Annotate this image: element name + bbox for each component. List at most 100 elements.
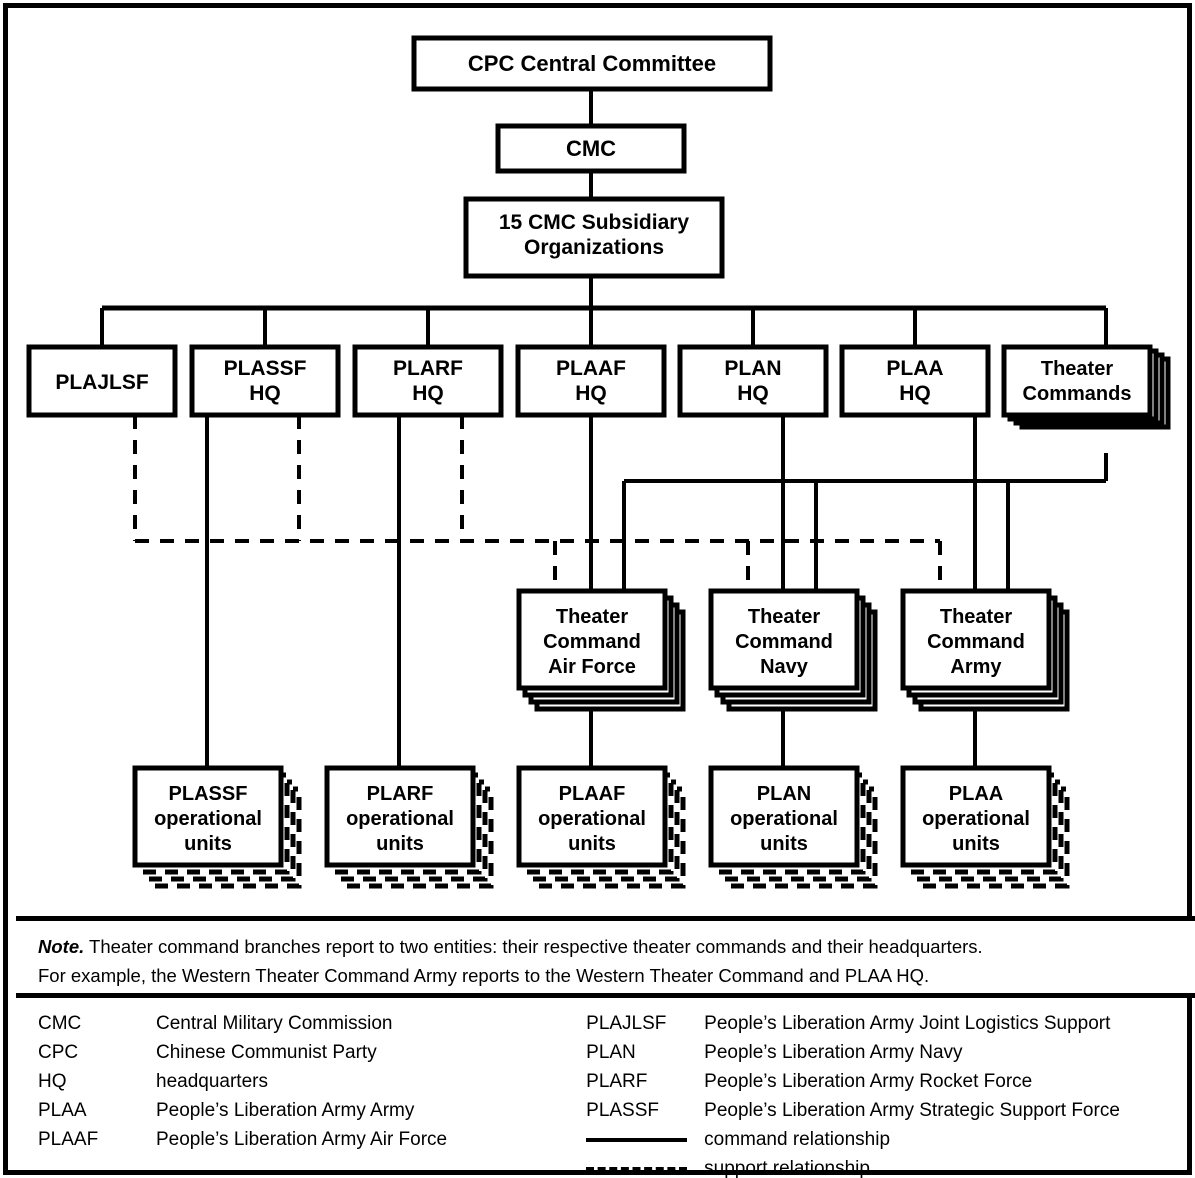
- node-cmc[interactable]: CMC: [495, 123, 687, 174]
- node-plan-operational-units[interactable]: PLAN operational units: [708, 765, 878, 889]
- node-plarf-ops-label-line2: operational: [346, 808, 454, 830]
- chart-area: CPC Central Committee CMC 15 CMC Subsidi…: [16, 16, 1195, 913]
- legend-row: PLAN People’s Liberation Army Navy: [586, 1038, 1195, 1067]
- node-tc-army-label-line2: Command: [927, 631, 1025, 653]
- connector-lines: [100, 89, 1108, 768]
- legend-row: PLAJLSF People’s Liberation Army Joint L…: [586, 1009, 1195, 1038]
- node-subsidiary-label-line2: Organizations: [524, 236, 664, 259]
- node-theater-commands-label-line2: Commands: [1023, 383, 1132, 405]
- node-cpc-central-committee[interactable]: CPC Central Committee: [411, 35, 773, 92]
- node-plaa-hq-label-line2: HQ: [899, 382, 931, 405]
- legend-abbr: PLAN: [586, 1042, 636, 1063]
- legend-row: PLAAF People’s Liberation Army Air Force: [38, 1125, 576, 1154]
- legend-abbr: PLAAF: [38, 1129, 99, 1150]
- node-theater-commands-label-line1: Theater: [1041, 358, 1113, 380]
- node-plassf-ops-label-line1: PLASSF: [169, 783, 248, 805]
- tc-army-stack-front: [900, 588, 1052, 691]
- legend: CMC Central Military Commission CPC Chin…: [16, 1003, 1195, 1178]
- note-label: Note.: [38, 936, 85, 957]
- node-plarf-hq[interactable]: PLARF HQ: [352, 344, 504, 418]
- node-cpc-label: CPC Central Committee: [468, 51, 716, 76]
- node-plarf-hq-label-line2: HQ: [412, 382, 444, 405]
- plaaf-ops-stack-front: [516, 765, 668, 868]
- node-plan-ops-label-line2: operational: [730, 808, 838, 830]
- node-plaa-hq-label-line1: PLAA: [886, 357, 943, 380]
- legend-abbr: PLARF: [586, 1071, 648, 1092]
- legend-abbr: HQ: [38, 1071, 67, 1092]
- node-cmc-label: CMC: [566, 136, 616, 161]
- node-plan-hq[interactable]: PLAN HQ: [677, 344, 829, 418]
- node-plaa-operational-units[interactable]: PLAA operational units: [900, 765, 1070, 889]
- note-text-1: Theater command branches report to two e…: [84, 936, 983, 957]
- node-plaaf-ops-label-line3: units: [568, 833, 616, 855]
- legend-column-left: CMC Central Military Commission CPC Chin…: [16, 1009, 576, 1178]
- plan-ops-stack-front: [708, 765, 860, 868]
- solid-line-icon: [586, 1138, 688, 1142]
- legend-definition: headquarters: [156, 1071, 268, 1092]
- node-plaa-ops-label-line2: operational: [922, 808, 1030, 830]
- legend-row-support-relationship: support relationship: [586, 1154, 1195, 1178]
- node-tc-airforce-label-line1: Theater: [556, 606, 628, 628]
- node-plan-hq-label-line2: HQ: [737, 382, 769, 405]
- node-theater-command-army[interactable]: Theater Command Army: [900, 588, 1070, 712]
- node-tc-navy-label-line3: Navy: [760, 656, 809, 678]
- legend-definition: Central Military Commission: [156, 1013, 393, 1034]
- node-tc-navy-label-line1: Theater: [748, 606, 820, 628]
- tc-airforce-stack-front: [516, 588, 668, 691]
- node-theater-command-navy[interactable]: Theater Command Navy: [708, 588, 878, 712]
- legend-definition: People’s Liberation Army Navy: [704, 1042, 963, 1063]
- node-tc-army-label-line1: Theater: [940, 606, 1012, 628]
- plassf-ops-stack-front: [132, 765, 284, 868]
- node-plan-ops-label-line3: units: [760, 833, 808, 855]
- legend-abbr: PLAA: [38, 1100, 87, 1121]
- note-line-1: Note. Theater command branches report to…: [38, 932, 1175, 961]
- node-theater-command-air-force[interactable]: Theater Command Air Force: [516, 588, 686, 712]
- node-cmc-subsidiary-organizations[interactable]: 15 CMC Subsidiary Organizations: [463, 196, 725, 279]
- node-plarf-operational-units[interactable]: PLARF operational units: [324, 765, 494, 889]
- node-theater-commands[interactable]: Theater Commands: [1001, 344, 1171, 430]
- node-tc-navy-label-line2: Command: [735, 631, 833, 653]
- outer-frame: CPC Central Committee CMC 15 CMC Subsidi…: [3, 3, 1195, 1178]
- legend-row: PLARF People’s Liberation Army Rocket Fo…: [586, 1067, 1195, 1096]
- node-plassf-hq-label-line2: HQ: [249, 382, 281, 405]
- node-plaa-ops-label-line1: PLAA: [949, 783, 1003, 805]
- node-plaaf-operational-units[interactable]: PLAAF operational units: [516, 765, 686, 889]
- legend-row-command-relationship: command relationship: [586, 1125, 1195, 1154]
- legend-definition: People’s Liberation Army Army: [156, 1100, 415, 1121]
- plaa-ops-stack-front: [900, 765, 1052, 868]
- node-plaaf-ops-label-line2: operational: [538, 808, 646, 830]
- legend-row: CMC Central Military Commission: [38, 1009, 576, 1038]
- node-plan-hq-label-line1: PLAN: [724, 357, 781, 380]
- legend-abbr: CMC: [38, 1013, 82, 1034]
- node-plaaf-hq[interactable]: PLAAF HQ: [515, 344, 667, 418]
- legend-row: HQ headquarters: [38, 1067, 576, 1096]
- node-plassf-ops-label-line3: units: [184, 833, 232, 855]
- legend-definition: support relationship: [704, 1158, 870, 1178]
- legend-definition: People’s Liberation Army Rocket Force: [704, 1071, 1033, 1092]
- node-plajlsf[interactable]: PLAJLSF: [26, 344, 178, 418]
- legend-abbr: PLASSF: [586, 1100, 660, 1121]
- node-plarf-ops-label-line3: units: [376, 833, 424, 855]
- node-plarf-hq-label-line1: PLARF: [393, 357, 463, 380]
- node-plassf-hq-label-line1: PLASSF: [224, 357, 307, 380]
- node-plajlsf-label: PLAJLSF: [55, 371, 149, 394]
- plarf-ops-stack-front: [324, 765, 476, 868]
- node-plaaf-hq-label-line1: PLAAF: [556, 357, 626, 380]
- note-line-2: For example, the Western Theater Command…: [38, 965, 930, 986]
- legend-definition: command relationship: [704, 1129, 891, 1150]
- node-plassf-hq[interactable]: PLASSF HQ: [189, 344, 341, 418]
- support-relationship-lines: [133, 415, 942, 594]
- legend-definition: People’s Liberation Army Air Force: [156, 1129, 448, 1150]
- legend-row: PLASSF People’s Liberation Army Strategi…: [586, 1096, 1195, 1125]
- node-tc-airforce-label-line3: Air Force: [548, 656, 636, 678]
- node-plaaf-ops-label-line1: PLAAF: [559, 783, 626, 805]
- node-plassf-operational-units[interactable]: PLASSF operational units: [132, 765, 302, 889]
- legend-row: CPC Chinese Communist Party: [38, 1038, 576, 1067]
- legend-abbr: CPC: [38, 1042, 79, 1063]
- node-tc-army-label-line3: Army: [950, 656, 1002, 678]
- legend-definition: People’s Liberation Army Joint Logistics…: [704, 1013, 1111, 1034]
- node-plaa-hq[interactable]: PLAA HQ: [839, 344, 991, 418]
- node-plassf-ops-label-line2: operational: [154, 808, 262, 830]
- node-plan-ops-label-line1: PLAN: [757, 783, 811, 805]
